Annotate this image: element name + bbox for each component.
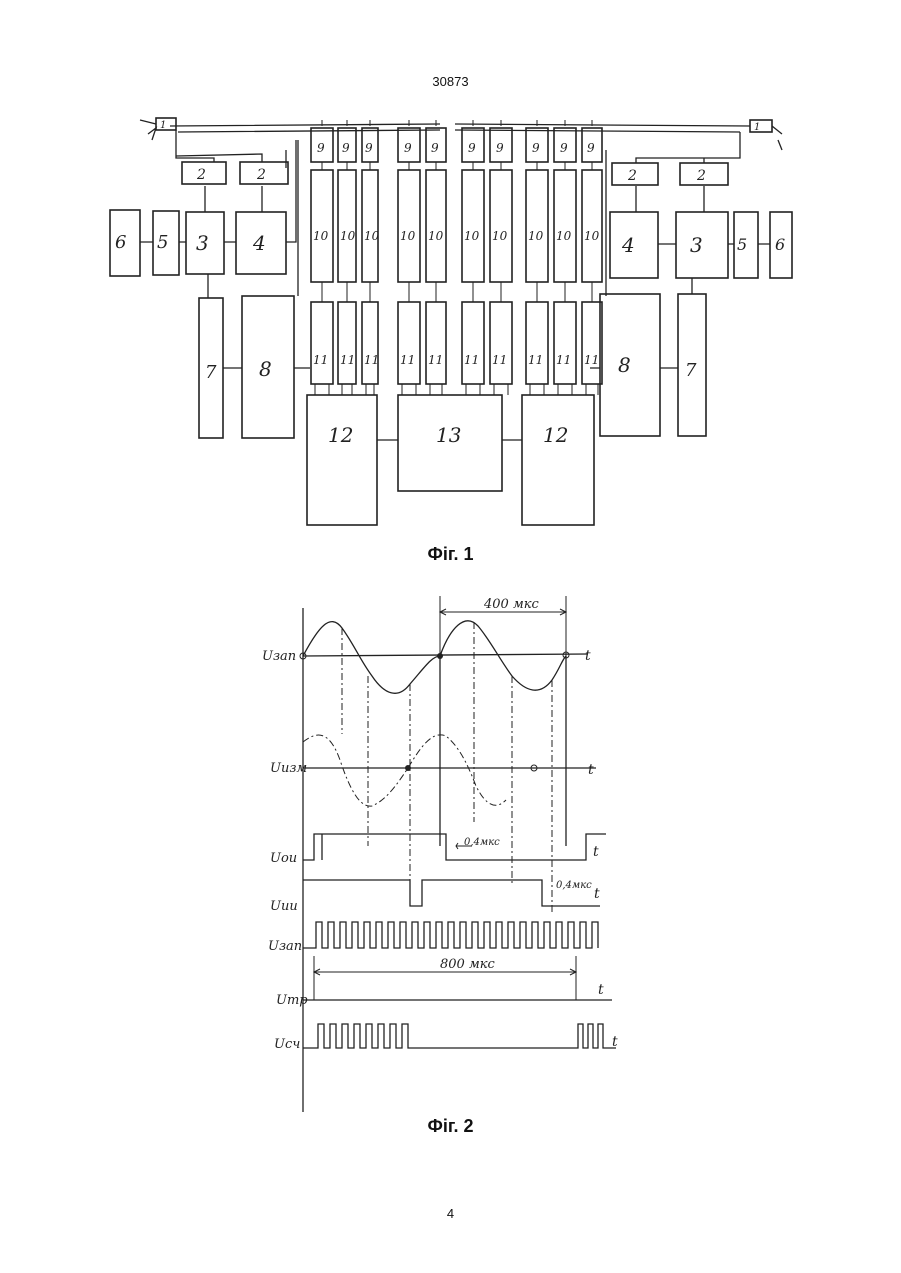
figure-2-caption: Фіг. 2 [0, 1116, 901, 1137]
svg-text:t: t [593, 844, 599, 860]
signal-label-u-tr: Uтр [276, 993, 308, 1008]
svg-text:t: t [585, 648, 591, 664]
signal-label-u-izm: Uизм [270, 761, 307, 776]
span-label: 800 мкс [440, 957, 495, 972]
u-izm-waveform [303, 735, 506, 806]
svg-text:t: t [612, 1034, 618, 1050]
u-sch-pulse-train [303, 1024, 616, 1048]
svg-text:t: t [598, 982, 604, 998]
signal-label-u-zap-2: Uзап [268, 939, 302, 954]
u-oi-waveform [303, 834, 606, 860]
svg-text:t: t [594, 886, 600, 902]
u-zap-axis [303, 654, 588, 656]
signal-label-u-sch: Uсч [274, 1037, 300, 1052]
page-number: 4 [0, 1206, 901, 1221]
delay-label-1: 0,4мкс [464, 837, 500, 848]
u-zap-pulse-train [303, 922, 598, 948]
delay-label-2: 0,4мкс [556, 880, 592, 891]
signal-label-u-oi: Uои [270, 851, 297, 866]
signal-label-u-ii: Uии [270, 899, 298, 914]
svg-text:t: t [588, 762, 594, 778]
signal-label-u-zap: Uзап [262, 649, 296, 664]
projection-lines [342, 622, 552, 912]
period-label: 400 мкс [483, 597, 539, 612]
